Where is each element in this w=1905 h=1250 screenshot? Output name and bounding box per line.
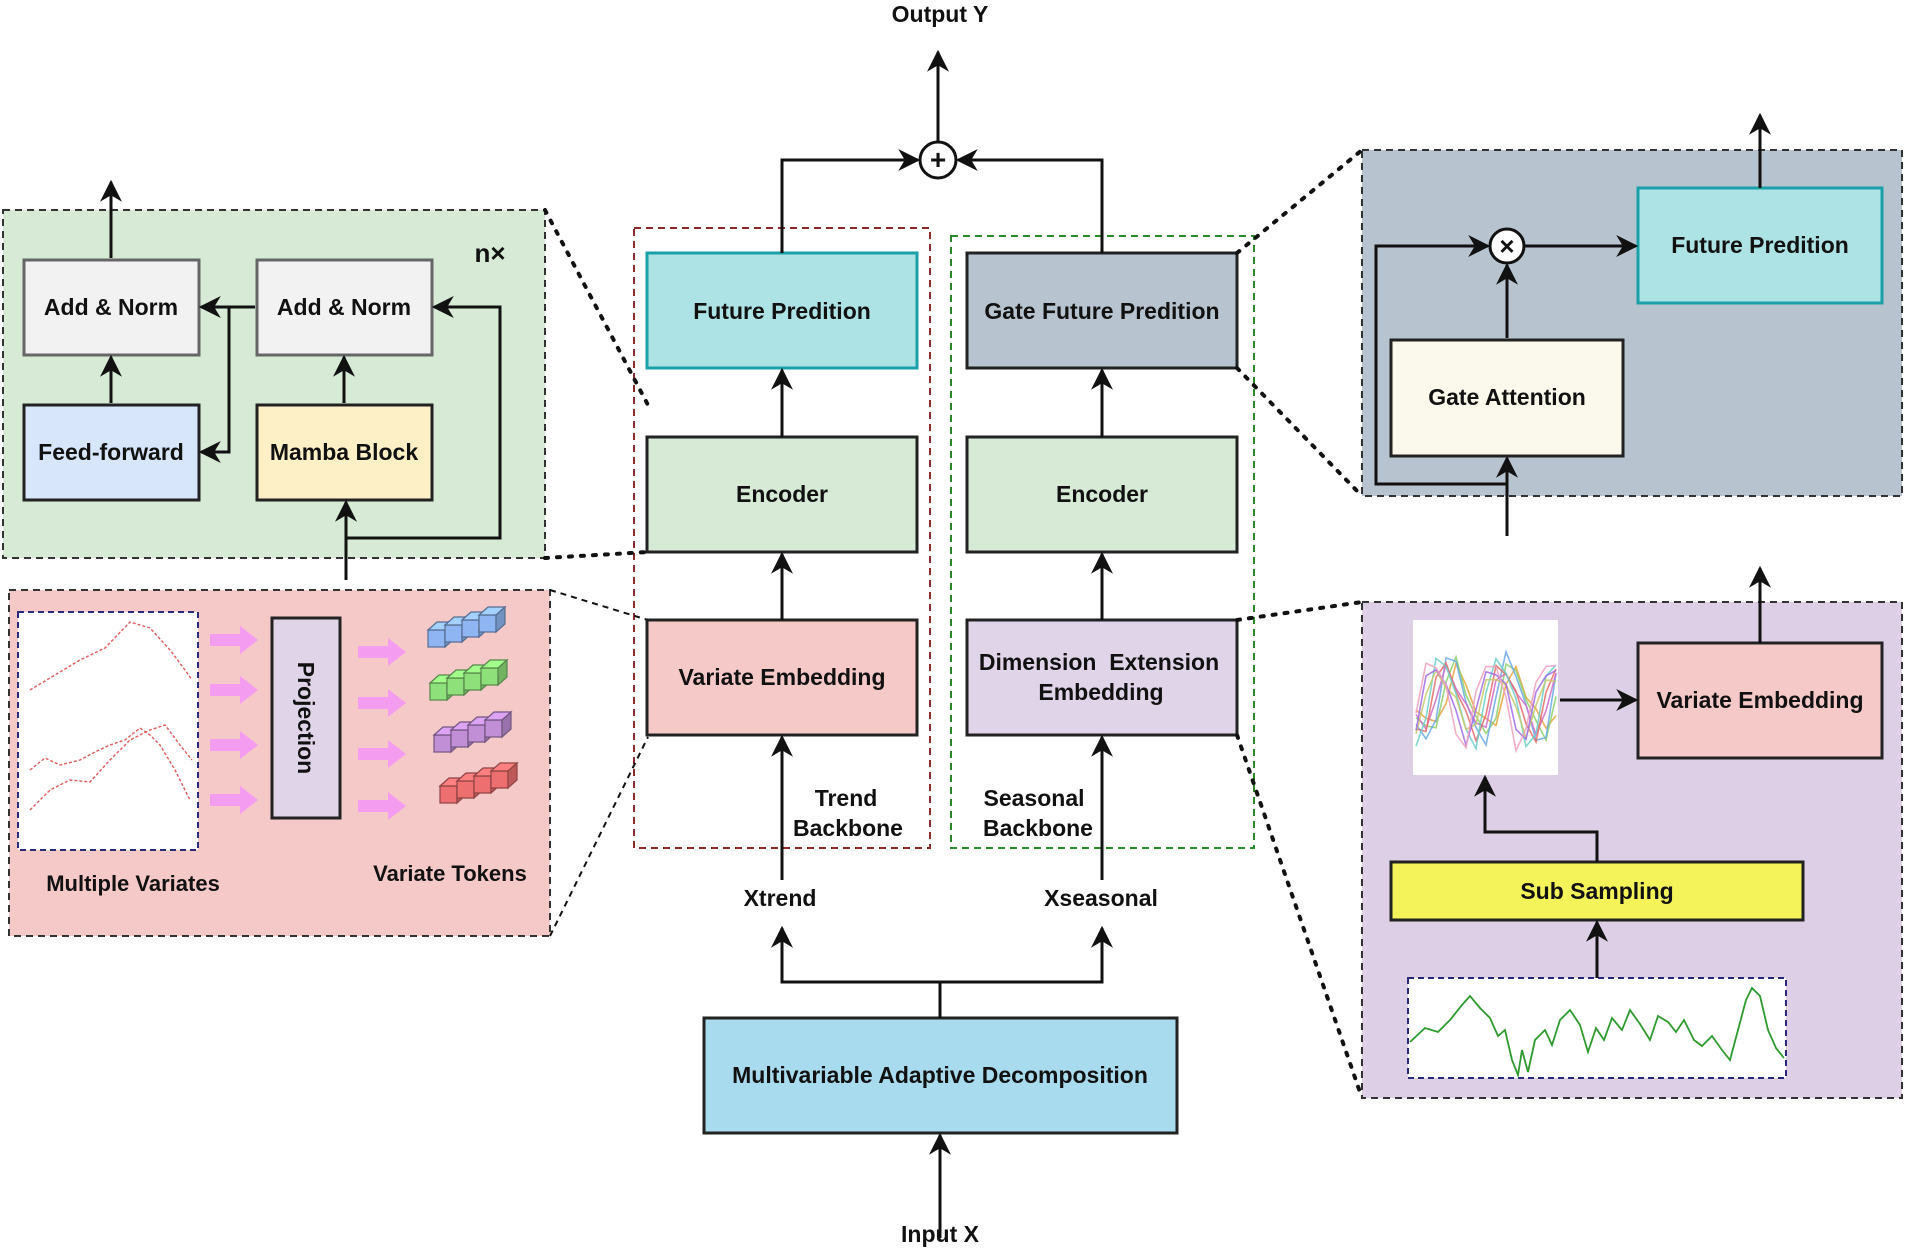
output-label: Output Y [892,1,989,27]
xseasonal-label: Xseasonal [1044,885,1158,911]
subsampled-series-line [1415,662,1557,754]
add-norm-right-label: Add & Norm [277,294,411,320]
gate-future-prediction-label: Gate Future Predition [984,298,1219,324]
decomposition-label: Multivariable Adaptive Decomposition [732,1062,1148,1088]
encoder-detail-arrows [100,179,502,580]
variates-plot-lines [29,621,193,811]
sub-sampling-box [1389,860,1805,922]
pink-arrows-left [210,626,258,814]
token-cube-side [497,658,508,687]
trend-encoder-label: Encoder [736,481,828,507]
dimension-variate-embedding-box [1636,641,1884,760]
token-cube [444,624,463,643]
seasonal-backbone-title-2: Backbone [983,815,1093,841]
gate-future-prediction-detail-label: Future Predition [1671,232,1849,258]
token-cube [450,729,469,748]
token-cube [456,780,475,799]
subsampled-series-line [1415,649,1557,748]
feed-forward-label: Feed-forward [38,439,184,465]
projection-label: Projection [293,662,319,774]
token-cube [484,719,503,738]
multiple-variates-label: Multiple Variates [46,871,220,896]
token-cube-side [507,761,518,790]
trend-future-prediction-box [645,251,919,370]
subsampled-series-line [1415,662,1557,737]
token-cube [446,677,465,696]
seasonal-encoder-label: Encoder [1056,481,1148,507]
variate-tokens [426,605,519,805]
times-symbol: × [1499,231,1514,261]
token-cube [439,785,458,804]
token-cube [427,629,446,648]
dimension-detail-arrows [1474,565,1771,978]
mamba-block-label: Mamba Block [270,439,418,465]
token-cube-side [501,710,512,739]
center-arrows [771,49,1113,1238]
trend-variate-embedding-label: Variate Embedding [678,664,885,690]
trend-variate-embedding-box [645,618,919,737]
trend-backbone-title-2: Backbone [793,815,903,841]
repeat-label: n× [474,238,505,268]
seasonal-backbone-frame [950,235,1255,849]
trend-future-prediction-label: Future Predition [693,298,871,324]
token-cube-side [495,605,506,634]
dimension-extension-label-1: Dimension Extension [979,649,1219,675]
variates-plot-box [17,611,199,851]
subsampled-series-line [1415,656,1557,752]
gate-detail-arrows [1374,112,1771,536]
pink-arrows-right [358,638,406,820]
gate-attention-label: Gate Attention [1428,384,1586,410]
dimension-extension-label-2: Embedding [1038,679,1163,705]
trend-backbone-title-1: Trend [815,785,878,811]
subsampled-plot-lines [1415,649,1557,754]
token-cube [429,682,448,701]
subsampled-series-line [1415,668,1557,741]
mamba-block-box [255,403,434,502]
variate-tokens-label: Variate Tokens [373,861,527,886]
add-norm-left-box [22,258,201,357]
sub-sampling-label: Sub Sampling [1520,878,1673,904]
token-cube [461,619,480,638]
trend-encoder-box [645,435,919,554]
plus-symbol: + [930,144,946,175]
token-cube [467,724,486,743]
dimension-variate-embedding-label: Variate Embedding [1656,687,1863,713]
token-cube [480,667,499,686]
add-norm-left-label: Add & Norm [44,294,178,320]
feed-forward-box [22,403,201,502]
token-cube [463,672,482,691]
dimension-extension-box [965,618,1239,737]
token-cube [473,775,492,794]
seasonal-backbone-title-1: Seasonal [984,785,1085,811]
token-cube [490,770,509,789]
raw-series-line [1409,986,1785,1079]
token-cube [478,614,497,633]
zoom-connectors [543,148,1364,1100]
xtrend-label: Xtrend [744,885,817,911]
projection-box [270,616,342,820]
token-cube [433,734,452,753]
